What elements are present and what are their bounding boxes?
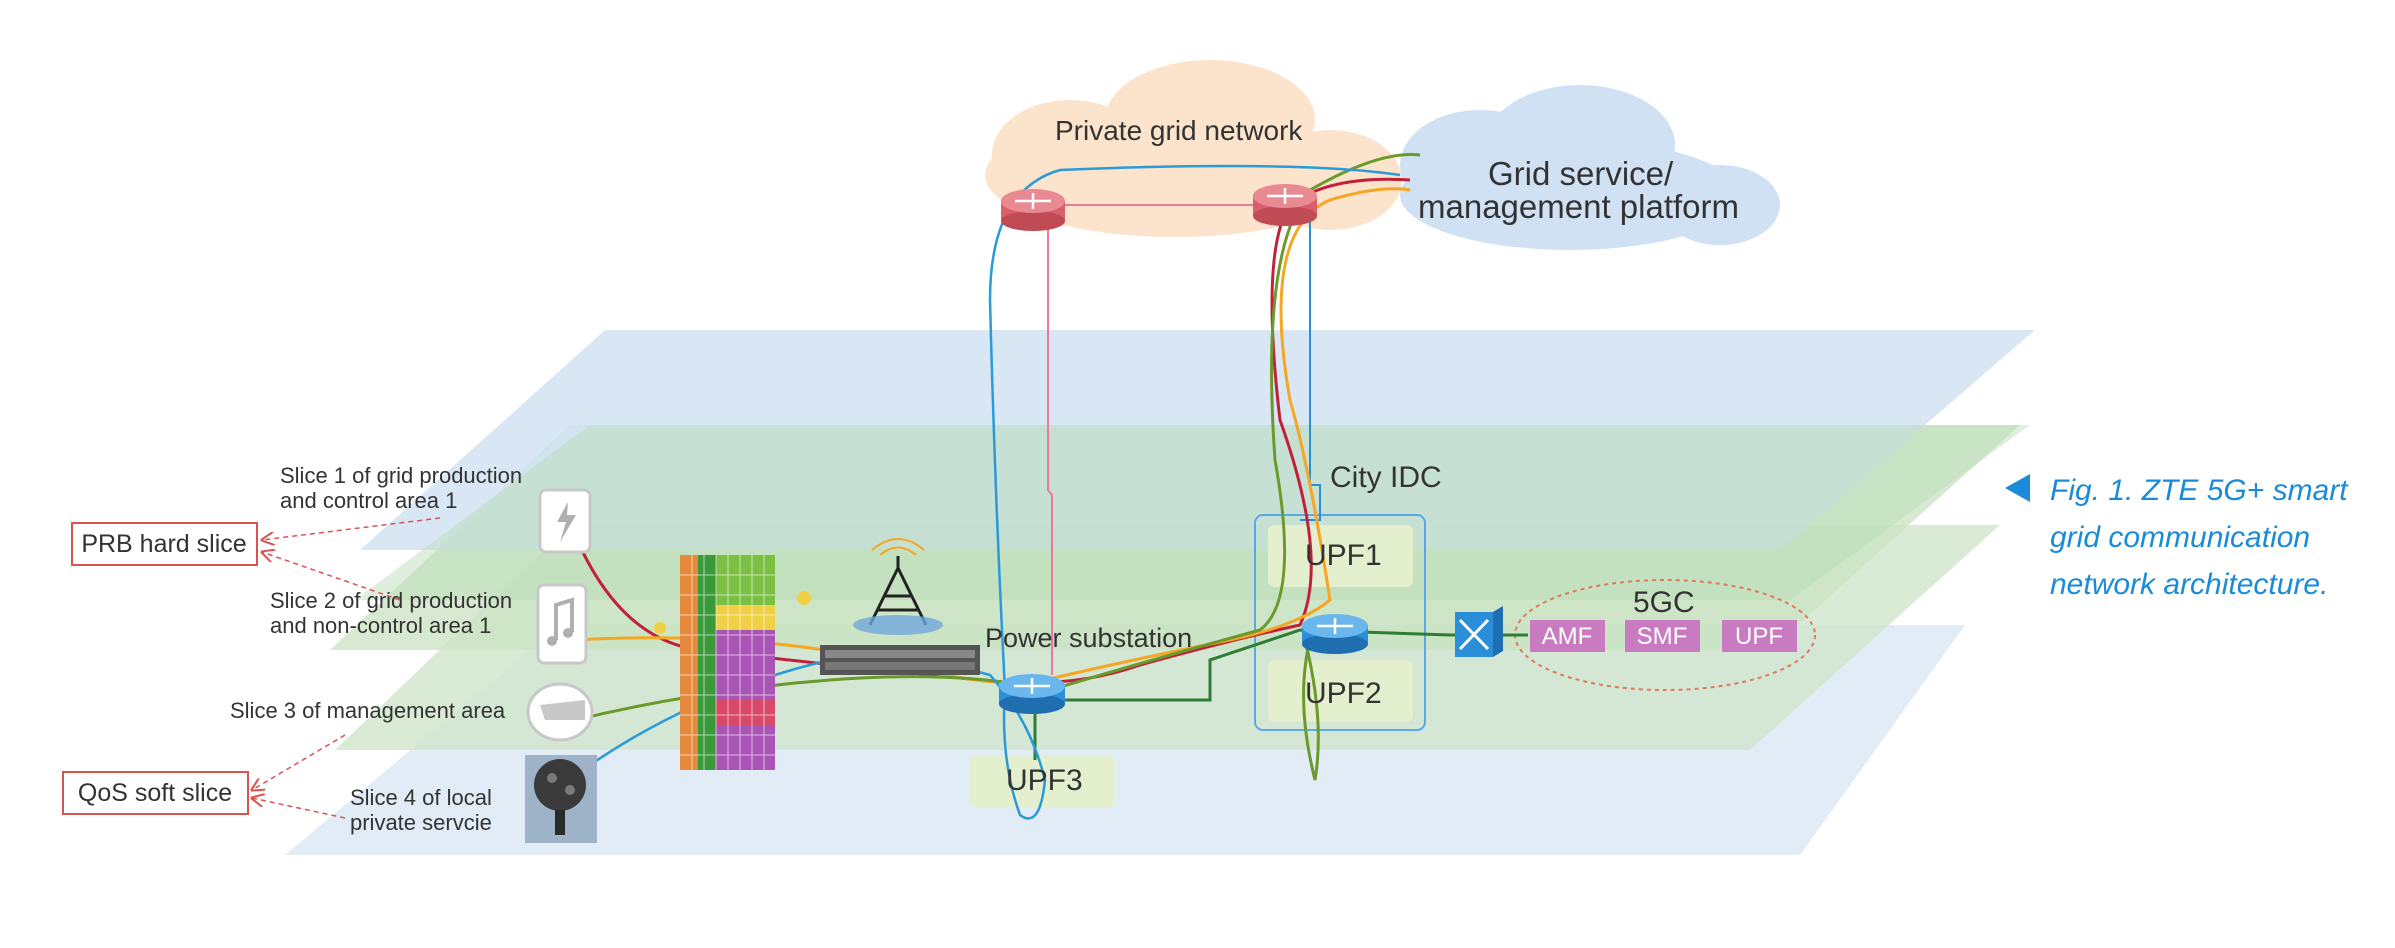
slice2-device-icon [536, 583, 588, 665]
slice4-label-line1: Slice 4 of local [350, 785, 492, 810]
caption-line1: Fig. 1. ZTE 5G+ smart [2050, 474, 2349, 507]
slice3-label: Slice 3 of management area [230, 698, 506, 723]
caption-line2: grid communication [2050, 521, 2310, 554]
platform-label-line2: management platform [1418, 188, 1739, 225]
upf-tag[interactable] [1722, 620, 1797, 652]
slice2-label-line1: Slice 2 of grid production [270, 588, 512, 613]
city-idc-link [1300, 200, 1321, 521]
router-city-idc[interactable] [1302, 614, 1368, 654]
slice-arrows [252, 517, 441, 819]
prb-resource-grid [654, 555, 811, 770]
router-private-1[interactable] [1001, 189, 1065, 231]
prb-hard-slice-box [71, 522, 258, 566]
city-idc-box [1254, 514, 1426, 731]
platform-label-line1: Grid service/ [1488, 155, 1674, 192]
upf3-label: UPF3 [1006, 764, 1083, 797]
private-grid-network-label: Private grid network [1055, 115, 1303, 146]
smf-tag[interactable] [1625, 620, 1700, 652]
base-station-tower-icon [853, 538, 943, 635]
upf1-label: UPF1 [1305, 539, 1382, 572]
pink-link [1040, 204, 1285, 675]
upf3-pad [970, 755, 1115, 807]
amf-tag[interactable] [1530, 620, 1605, 652]
slice4-camera-icon [525, 755, 597, 843]
caption-pointer-icon [2005, 474, 2030, 502]
smf-label: SMF [1637, 623, 1688, 650]
core-functions: AMF SMF UPF [1530, 620, 1797, 652]
upf2-label: UPF2 [1305, 677, 1382, 710]
platform-cloud [1400, 85, 1780, 250]
core-switch-icon [1455, 606, 1503, 657]
router-upf3[interactable] [999, 674, 1065, 714]
router-private-2[interactable] [1253, 184, 1317, 226]
slice1-label-line2: and control area 1 [280, 488, 457, 513]
qos-soft-slice-label: QoS soft slice [78, 779, 232, 807]
qos-soft-slice-box [62, 771, 249, 815]
prb-hard-slice-label: PRB hard slice [81, 530, 246, 558]
plane-top [360, 330, 2035, 550]
upf1-pad [1268, 525, 1413, 587]
slice1-label-line1: Slice 1 of grid production [280, 463, 522, 488]
slice1-device-icon [538, 488, 592, 554]
slice2-label-line2: and non-control area 1 [270, 613, 491, 638]
amf-label: AMF [1542, 623, 1593, 650]
slice4-label-line2: private servcie [350, 810, 492, 835]
upf-label: UPF [1735, 623, 1783, 650]
power-substation-label: Power substation [985, 623, 1192, 653]
bbu-equipment-icon [820, 645, 980, 675]
city-idc-label: City IDC [1330, 461, 1442, 494]
slice3-device-icon [526, 682, 594, 742]
core-cloud-label: 5GC [1633, 586, 1695, 619]
plane-green-band [355, 425, 2030, 600]
caption-line3: network architecture. [2050, 568, 2328, 601]
